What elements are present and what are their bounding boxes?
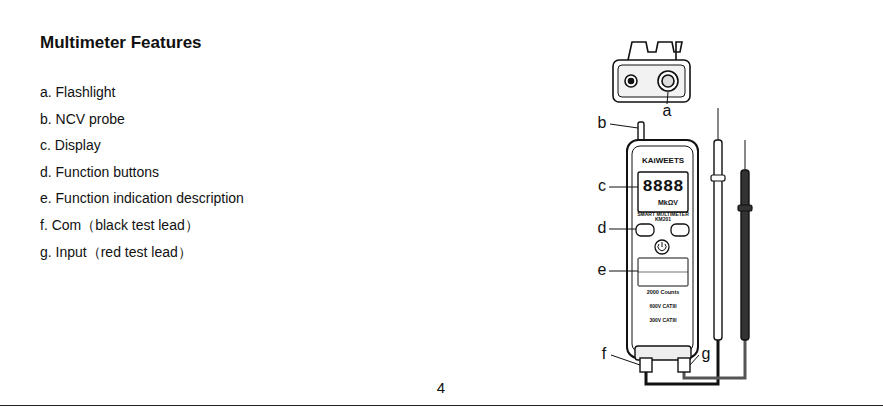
feature-item: b. NCV probe bbox=[40, 111, 125, 127]
feature-item: c. Display bbox=[40, 137, 101, 153]
counts-label: 2000 Counts bbox=[647, 289, 680, 295]
callout-letter: e bbox=[598, 261, 607, 279]
meter-body bbox=[627, 122, 698, 372]
page-rule bbox=[0, 405, 883, 406]
callout-letter: a bbox=[663, 102, 672, 120]
feature-item: f. Com（black test lead） bbox=[40, 217, 199, 233]
rating-label: 600V CATIII bbox=[649, 304, 676, 310]
rating-label: 300V CATIII bbox=[649, 318, 676, 324]
feature-item: a. Flashlight bbox=[40, 84, 115, 100]
callout-letter: c bbox=[598, 177, 606, 195]
page-number: 4 bbox=[437, 379, 445, 396]
feature-item: g. Input（red test lead） bbox=[40, 244, 192, 260]
callout-letter: d bbox=[598, 219, 607, 237]
page-title: Multimeter Features bbox=[40, 33, 202, 53]
brand-name: KAiWEETS bbox=[642, 156, 684, 165]
model-label: KM201 bbox=[655, 217, 671, 223]
leader-lines bbox=[609, 92, 699, 365]
callout-letter: g bbox=[702, 345, 711, 363]
display-digits: 8888 bbox=[643, 177, 684, 197]
top-view bbox=[613, 42, 690, 102]
callout-letter: f bbox=[602, 345, 606, 363]
callout-letter: b bbox=[598, 114, 607, 132]
display-units: MkΩV bbox=[658, 199, 678, 207]
feature-item: d. Function buttons bbox=[40, 164, 159, 180]
feature-item: e. Function indication description bbox=[40, 190, 244, 206]
